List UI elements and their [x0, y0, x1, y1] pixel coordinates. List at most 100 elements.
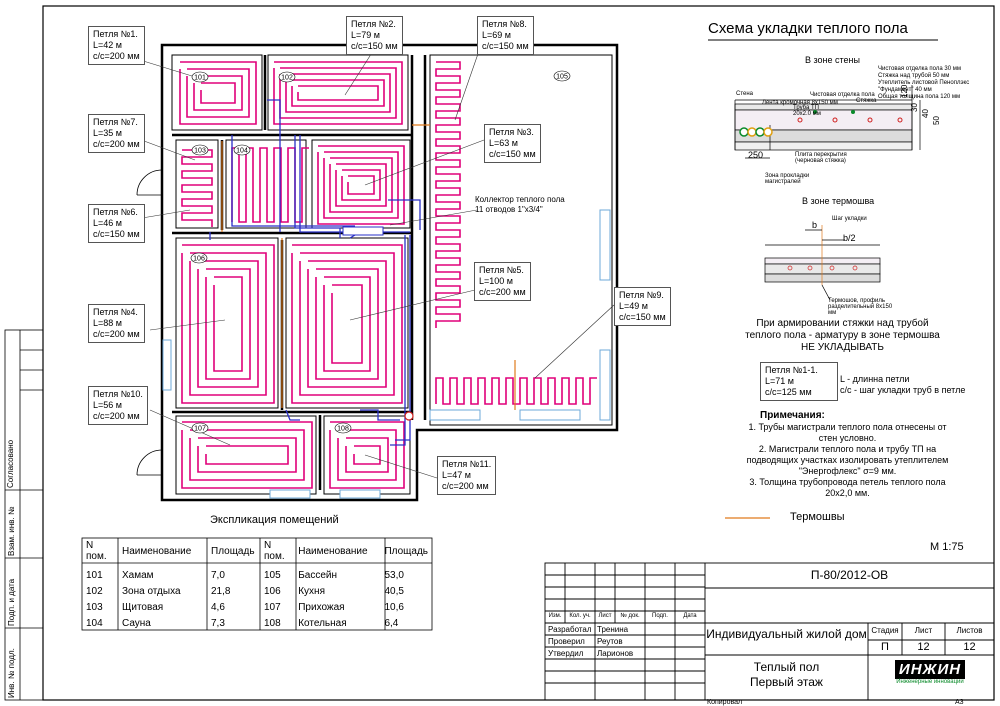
room-area: 40,5	[384, 585, 404, 597]
room-area: 4,6	[211, 601, 225, 613]
loop-length: L=69 м	[482, 30, 511, 40]
company-logo: ИНЖИН Инженерные инновации	[895, 660, 965, 696]
room-name: Кухня	[298, 585, 325, 597]
loop-step: c/c=200 мм	[479, 287, 526, 297]
loop-name: Петля №9.	[619, 290, 664, 300]
person-name: Тренина	[597, 625, 629, 634]
table-row: 106 Кухня 40,5	[260, 583, 432, 599]
room-number: 106	[264, 585, 281, 597]
loop-step: c/c=150 мм	[351, 41, 398, 51]
doc-code: П-80/2012-ОВ	[810, 568, 889, 582]
thermoseam-legend-label: Термошвы	[790, 511, 845, 523]
sheet-name: Теплый пол Первый этаж	[750, 660, 823, 689]
room-tag-label: 104	[236, 148, 248, 155]
stamp-sign-date: Подп. и дата	[7, 578, 16, 626]
loop-length: L=35 м	[93, 128, 122, 138]
loop-step: c/c=200 мм	[93, 139, 140, 149]
room-tag-circle	[191, 144, 209, 156]
person-role: Разработал	[548, 625, 592, 634]
loop-108	[329, 421, 405, 489]
loop-103	[181, 149, 213, 227]
room-area: 21,8	[211, 585, 231, 597]
detail-wall-title: В зоне стены	[805, 55, 860, 65]
room-tag-circle	[233, 144, 251, 156]
titleblock-col-header: Кол. уч.	[569, 613, 591, 619]
windows	[162, 209, 611, 499]
detail-wall-note: Чистовая отделка пола	[810, 92, 875, 98]
scale-label: М 1:75	[930, 541, 964, 553]
logo-text: ИНЖИН	[895, 660, 965, 679]
room-tag-circle	[190, 252, 208, 264]
explication-title: Экспликация помещений	[210, 514, 339, 526]
thermoseams	[221, 124, 770, 519]
riser-mark	[404, 411, 414, 421]
room-name: Зона отдыха	[122, 585, 181, 597]
detail-wall-note: Стяжка над трубой 50 мм	[878, 73, 950, 79]
detail-wall-note: Стяжка	[856, 98, 877, 104]
legend-text: L - длинна петли c/c - шаг укладки труб …	[840, 374, 966, 395]
col-header: Площадь	[384, 545, 428, 557]
titleblock-grid	[544, 562, 995, 701]
legend-loop-step: c/c=125 мм	[765, 387, 812, 397]
legend-loop-name: Петля №1-1.	[765, 365, 818, 375]
room-tag-circle	[278, 71, 296, 83]
room-tag-label: 106	[193, 256, 205, 263]
room-area: 7,0	[211, 569, 225, 581]
detail-wall-note: Зона прокладки магистралей	[765, 173, 810, 185]
loop-107	[181, 421, 313, 489]
dim-40: 40	[921, 109, 930, 118]
loop-length: L=63 м	[489, 138, 518, 148]
loop-step: c/c=200 мм	[93, 51, 140, 61]
detail-wall-note: Стена	[736, 91, 754, 97]
col-header: Наименование	[122, 545, 192, 557]
room-tag-label: 101	[194, 75, 206, 82]
room-number: 105	[264, 569, 281, 581]
room-tag-label: 108	[337, 426, 349, 433]
titleblock-col-header: Изм.	[548, 613, 562, 619]
notes-list: 1. Трубы магистрали теплого пола отнесен…	[745, 422, 950, 499]
loop-name: Петля №7.	[93, 117, 138, 127]
dim-b-half: b/2	[843, 233, 856, 243]
leader-lines	[127, 47, 615, 479]
loop-length: L=46 м	[93, 218, 122, 228]
sheet-header: Лист	[914, 626, 933, 635]
loop-104	[231, 147, 309, 223]
sheet-number: 12	[917, 641, 930, 653]
loop-length: L=47 м	[442, 470, 471, 480]
dim-30: 30	[910, 103, 919, 112]
room-name: Сауна	[122, 617, 151, 629]
room-number: 104	[86, 617, 103, 629]
room-name: Котельная	[298, 617, 347, 629]
loop-name: Петля №1.	[93, 29, 138, 39]
loop-name: Петля №5.	[479, 265, 524, 275]
loop-name: Петля №11.	[442, 459, 492, 469]
inner-wall-thin	[171, 54, 613, 495]
sheets-header: Листов	[956, 626, 983, 635]
loop-length: L=49 м	[619, 301, 648, 311]
room-name: Бассейн	[298, 569, 338, 581]
loop-step: c/c=150 мм	[93, 229, 140, 239]
loop-name: Петля №3.	[489, 127, 534, 137]
logo-subtitle: Инженерные инновации	[896, 679, 964, 685]
loop-length: L=79 м	[351, 30, 380, 40]
loop-step: c/c=150 мм	[489, 149, 536, 159]
room-area: 10,6	[384, 601, 404, 613]
loop-length: L=88 м	[93, 318, 122, 328]
room-tag-label: 102	[281, 75, 293, 82]
loop-step: c/c=200 мм	[93, 411, 140, 421]
loop-3	[317, 145, 405, 225]
